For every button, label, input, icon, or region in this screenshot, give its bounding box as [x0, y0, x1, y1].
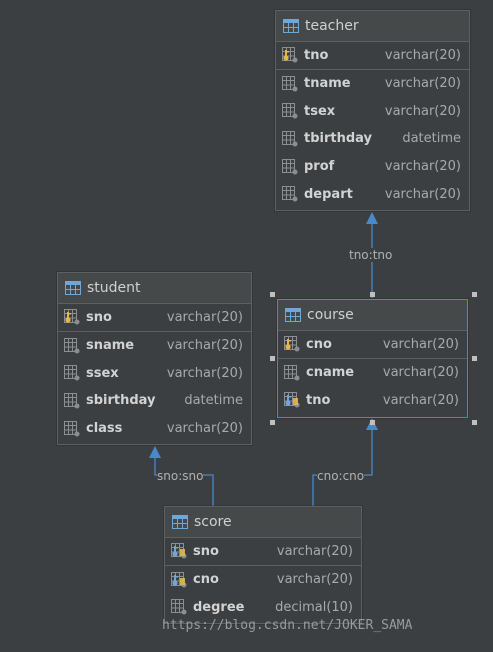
- table-course[interactable]: course cno varchar(20) cname varchar(20) tno v…: [277, 299, 468, 418]
- column-type: varchar(20): [166, 309, 243, 325]
- column-row[interactable]: prof varchar(20): [276, 153, 469, 181]
- column-type: datetime: [184, 393, 243, 409]
- column-type: varchar(20): [384, 159, 461, 175]
- column-type: varchar(20): [384, 103, 461, 119]
- column-name: tno: [304, 47, 329, 63]
- table-name: student: [87, 280, 141, 296]
- table-header[interactable]: teacher: [276, 11, 469, 42]
- column-type: varchar(20): [276, 543, 353, 559]
- column-type: varchar(20): [166, 421, 243, 437]
- column-icon: [282, 158, 298, 175]
- table-icon: [172, 514, 188, 530]
- selection-handle[interactable]: [472, 292, 477, 297]
- selection-handle[interactable]: [270, 420, 275, 425]
- foreign-key-icon: [171, 571, 187, 588]
- table-header[interactable]: student: [58, 273, 251, 304]
- column-icon: [284, 364, 300, 381]
- column-row[interactable]: ssex varchar(20): [58, 359, 251, 387]
- link-label-course-teacher: tno:tno: [349, 248, 393, 262]
- column-row[interactable]: class varchar(20): [58, 415, 251, 443]
- column-row[interactable]: sbirthday datetime: [58, 387, 251, 415]
- column-type: varchar(20): [384, 47, 461, 63]
- table-header[interactable]: course: [278, 300, 467, 331]
- table-icon: [283, 18, 299, 34]
- column-row[interactable]: sname varchar(20): [58, 332, 251, 360]
- column-type: varchar(20): [166, 338, 243, 354]
- column-type: varchar(20): [384, 186, 461, 202]
- table-icon: [65, 280, 81, 296]
- column-icon: [64, 420, 80, 437]
- column-row[interactable]: tno varchar(20): [278, 386, 467, 414]
- column-type: varchar(20): [166, 365, 243, 381]
- column-row[interactable]: cno varchar(20): [278, 331, 467, 359]
- column-name: class: [86, 421, 123, 437]
- column-name: cno: [306, 336, 332, 352]
- column-name: tbirthday: [304, 131, 373, 147]
- foreign-key-icon: [284, 392, 300, 408]
- column-icon: [171, 599, 187, 615]
- foreign-key-icon: [171, 543, 187, 559]
- column-type: datetime: [402, 131, 461, 147]
- primary-key-icon: [64, 309, 80, 325]
- selection-handle[interactable]: [370, 420, 375, 425]
- column-name: degree: [193, 599, 245, 615]
- column-row[interactable]: tbirthday datetime: [276, 125, 469, 153]
- selection-handle[interactable]: [270, 356, 275, 361]
- column-type: varchar(20): [382, 392, 459, 408]
- column-type: varchar(20): [276, 572, 353, 588]
- column-icon: [64, 337, 80, 354]
- column-name: tno: [306, 392, 331, 408]
- column-icon: [282, 75, 298, 92]
- column-icon: [64, 365, 80, 381]
- arrow-student: [149, 446, 161, 458]
- column-name: prof: [304, 159, 335, 175]
- column-name: sbirthday: [86, 393, 156, 409]
- column-row[interactable]: tname varchar(20): [276, 70, 469, 98]
- selection-handle[interactable]: [472, 356, 477, 361]
- column-type: decimal(10): [275, 599, 353, 615]
- table-header[interactable]: score: [165, 507, 361, 538]
- column-name: depart: [304, 186, 353, 202]
- selection-handle[interactable]: [472, 420, 477, 425]
- column-icon: [282, 130, 298, 147]
- table-name: score: [194, 514, 232, 530]
- column-row[interactable]: cname varchar(20): [278, 359, 467, 387]
- link-label-score-student: sno:sno: [157, 469, 204, 483]
- table-icon: [285, 307, 301, 323]
- column-row[interactable]: depart varchar(20): [276, 180, 469, 208]
- column-row[interactable]: tno varchar(20): [276, 42, 469, 70]
- column-name: sname: [86, 338, 135, 354]
- column-type: varchar(20): [384, 76, 461, 92]
- column-name: cname: [306, 365, 355, 381]
- column-type: varchar(20): [382, 365, 459, 381]
- column-name: tsex: [304, 103, 336, 119]
- column-type: varchar(20): [382, 336, 459, 352]
- selection-handle[interactable]: [370, 292, 375, 297]
- column-icon: [282, 103, 298, 119]
- arrow-teacher: [366, 212, 378, 224]
- column-row[interactable]: degree decimal(10): [165, 593, 361, 621]
- link-score-course: [312, 424, 373, 506]
- watermark: https://blog.csdn.net/JOKER_SAMA: [162, 618, 413, 633]
- primary-key-icon: [282, 47, 298, 63]
- primary-key-icon: [284, 336, 300, 352]
- column-row[interactable]: cno varchar(20): [165, 566, 361, 594]
- column-name: sno: [193, 543, 219, 559]
- column-name: tname: [304, 76, 351, 92]
- column-name: cno: [193, 572, 219, 588]
- column-row[interactable]: sno varchar(20): [58, 304, 251, 332]
- column-name: sno: [86, 309, 112, 325]
- table-name: teacher: [305, 18, 359, 34]
- column-icon: [64, 392, 80, 409]
- column-row[interactable]: sno varchar(20): [165, 538, 361, 566]
- column-icon: [282, 186, 298, 202]
- table-name: course: [307, 307, 354, 323]
- column-name: ssex: [86, 365, 119, 381]
- column-row[interactable]: tsex varchar(20): [276, 97, 469, 125]
- selection-handle[interactable]: [270, 292, 275, 297]
- link-label-score-course: cno:cno: [317, 469, 365, 483]
